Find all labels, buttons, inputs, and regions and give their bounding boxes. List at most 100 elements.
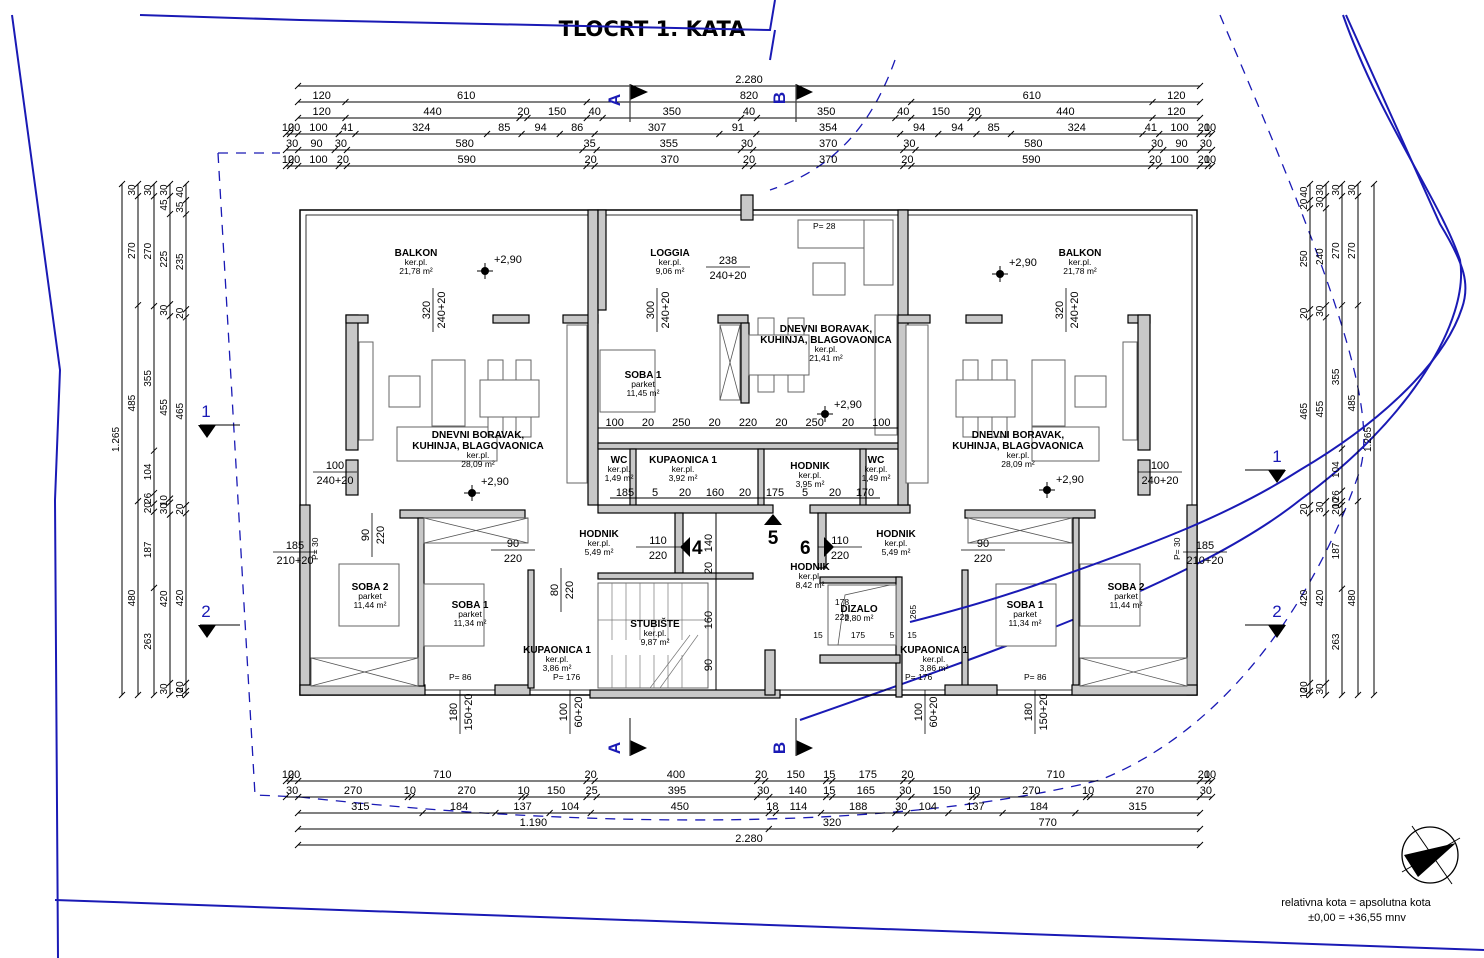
dimension-value: 140 (703, 534, 715, 552)
dimension-tick (182, 180, 190, 188)
dimension-tick (579, 146, 586, 154)
opening-width: 180 (1023, 703, 1035, 721)
dimension-value: 114 (790, 801, 808, 813)
dimension-tick (492, 809, 499, 817)
dimension-value: 10 (404, 785, 416, 797)
dimension-value: 250 (1299, 250, 1310, 267)
room-name-line2: KUHINJA, BLAGOVAONICA (760, 335, 891, 346)
dimension-value: 270 (1347, 242, 1358, 259)
dimension-value: 324 (412, 122, 430, 134)
dimension-tick (828, 793, 836, 801)
dimension-value: 150 (787, 769, 805, 781)
svg-text:1: 1 (201, 402, 210, 421)
coffee-table (1074, 375, 1107, 408)
room-area: 3,92 m² (669, 473, 698, 483)
dimension-value: 270 (458, 785, 476, 797)
room-name: WC (868, 455, 885, 466)
dimension-tick (1196, 777, 1204, 785)
dimension-value: 10 (968, 785, 980, 797)
dimension-tick (294, 777, 302, 785)
dimension-value: 420 (1299, 589, 1310, 606)
room-floor: ker.pl. (672, 464, 695, 474)
chair (487, 359, 504, 381)
chair (515, 416, 532, 438)
dimension-value: 140 (789, 785, 807, 797)
chair (487, 416, 504, 438)
dimension-tick (524, 114, 531, 122)
dimension-value: 485 (127, 394, 138, 411)
dimension-tick (150, 500, 158, 507)
dimension-tick (749, 146, 757, 154)
dimension-tick (556, 130, 564, 138)
dimension-tick (895, 793, 903, 801)
dimension-value: 100 (309, 154, 327, 166)
dimension-value: 30 (1315, 196, 1326, 208)
dimension-value: 25 (585, 785, 597, 797)
dimension-value: 440 (1056, 106, 1074, 118)
svg-text:A: A (605, 94, 624, 106)
opening-height: 240+20 (316, 475, 353, 487)
dimension-tick (1306, 691, 1314, 699)
entrance-marker-4: 4 (680, 537, 703, 559)
dimension-value: 120 (1167, 106, 1185, 118)
dimension-value: 10 (1082, 785, 1094, 797)
opening-width: 185 (286, 540, 304, 552)
dimension-value: 120 (313, 106, 331, 118)
dimension-tick (294, 809, 302, 817)
level-marker: +2,90 (464, 476, 509, 501)
dimension-tick (1204, 777, 1212, 785)
wall (897, 314, 931, 324)
dimension-tick (134, 180, 142, 188)
dimension-tick (516, 114, 523, 122)
dimension-value: 175 (859, 769, 877, 781)
dimension-value: 307 (648, 122, 666, 134)
dimension-value: 263 (143, 633, 154, 650)
dimension-tick (1208, 793, 1216, 801)
wall (399, 509, 526, 519)
wall (597, 572, 754, 580)
opening-height: 220 (375, 526, 387, 544)
opening-height: 210+20 (276, 555, 313, 567)
dimension-value: 137 (966, 801, 984, 813)
svg-text:6: 6 (800, 538, 811, 559)
dimension-tick (737, 146, 745, 154)
dimension-value: 370 (819, 138, 837, 150)
opening-height: 60+20 (573, 697, 585, 728)
dimension-value: 41 (1145, 122, 1157, 134)
dimension-value: 580 (456, 138, 474, 150)
dimension-tick (282, 146, 290, 154)
dimension-tick (182, 691, 190, 699)
room-area: 11,34 m² (454, 618, 487, 628)
chair (787, 374, 805, 393)
opening-height: 240+20 (660, 291, 672, 328)
dimension-value: 20 (175, 307, 186, 319)
dimension-value: 100 (309, 122, 327, 134)
room-name: SOBA 1 (452, 600, 489, 611)
dimension-value: 2.280 (735, 74, 763, 86)
dimension-value: 104 (561, 801, 579, 813)
dimension-value: 20 (829, 487, 841, 499)
kitchen-counter (566, 324, 588, 484)
dimension-value: 20 (584, 769, 596, 781)
dimension-tick (752, 130, 760, 138)
dimension-value: 270 (143, 242, 154, 259)
dimension-value: 270 (344, 785, 362, 797)
dimension-value: 5 (652, 487, 658, 499)
dimension-tick (342, 114, 349, 122)
dimension-tick (342, 98, 349, 106)
dimension-tick (182, 305, 190, 313)
dimension-tick (737, 114, 745, 122)
svg-text:+2,90: +2,90 (1056, 474, 1084, 486)
svg-text:+2,90: +2,90 (1009, 257, 1037, 269)
room-floor: ker.pl. (923, 654, 946, 664)
dimension-tick (583, 114, 591, 122)
opening-width: 238 (719, 255, 737, 267)
wall (587, 209, 599, 506)
dimension-value: 150 (547, 785, 565, 797)
